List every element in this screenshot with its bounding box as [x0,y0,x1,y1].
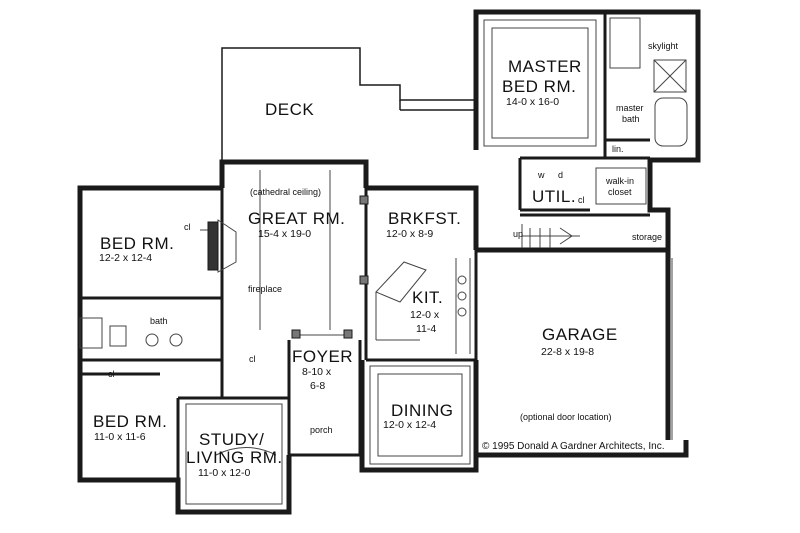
bath-label: bath [150,316,168,326]
optional-door-label: (optional door location) [520,412,612,422]
fireplace-label: fireplace [248,284,283,294]
foyer-dims-1: 8-10 x [302,366,332,378]
storage-label: storage [632,232,663,242]
master-bedroom-dims: 14-0 x 16-0 [506,96,560,108]
windows [79,11,690,513]
master-bedroom-label-1: MASTER [508,57,582,76]
linen-closet-label: lin. [612,144,624,154]
study-label-1: STUDY/ [199,430,265,449]
breakfast-dims: 12-0 x 8-9 [386,228,434,240]
master-bath-label-2: bath [622,114,640,124]
porch-label: porch [310,425,333,435]
skylight-label: skylight [648,41,679,51]
garage-label: GARAGE [542,325,618,344]
study-dims: 11-0 x 12-0 [198,467,251,479]
foyer-label: FOYER [292,347,354,366]
hall-closet-label: cl [249,354,256,364]
interior-walls [80,12,650,480]
columns [207,195,369,339]
deck-outline [221,47,476,162]
cathedral-ceiling-note: (cathedral ceiling) [250,187,322,197]
great-room-dims: 15-4 x 19-0 [258,228,312,240]
bedroom-2-label: BED RM. [93,412,168,431]
copyright-notice: © 1995 Donald A Gardner Architects, Inc. [482,441,665,452]
dining-label: DINING [391,401,454,420]
great-room-label: GREAT RM. [248,209,346,228]
kitchen-label: KIT. [412,288,444,307]
study-label-2: LIVING RM. [186,448,283,467]
room-inner-lines [79,17,688,505]
bedroom-2-closet-label: cl [108,369,115,379]
walk-in-closet-label-1: walk-in [606,176,635,186]
bedroom-2-dims: 11-0 x 11-6 [94,431,146,443]
garage-dims: 22-8 x 19-8 [541,346,595,358]
foyer-dims-2: 6-8 [310,380,326,392]
kitchen-dims-1: 12-0 x [410,309,440,321]
stairs-up-label: up [513,229,524,239]
kitchen-dims-2: 11-4 [416,323,437,335]
master-bedroom-label-2: BED RM. [502,77,577,96]
bedroom-1-label: BED RM. [100,234,175,253]
walk-in-closet-label-2: closet [608,187,632,197]
master-bath-label-1: master [616,103,644,113]
utility-closet-label: cl [578,195,585,205]
deck-label: DECK [265,100,315,119]
bedroom-1-closet-label: cl [184,222,191,232]
bedroom-1-dims: 12-2 x 12-4 [99,252,153,264]
washer-label: w [538,170,545,180]
dryer-label: d [558,170,564,180]
utility-label: UTIL. [532,187,577,206]
dining-dims: 12-0 x 12-4 [383,419,437,431]
breakfast-label: BRKFST. [388,209,462,228]
